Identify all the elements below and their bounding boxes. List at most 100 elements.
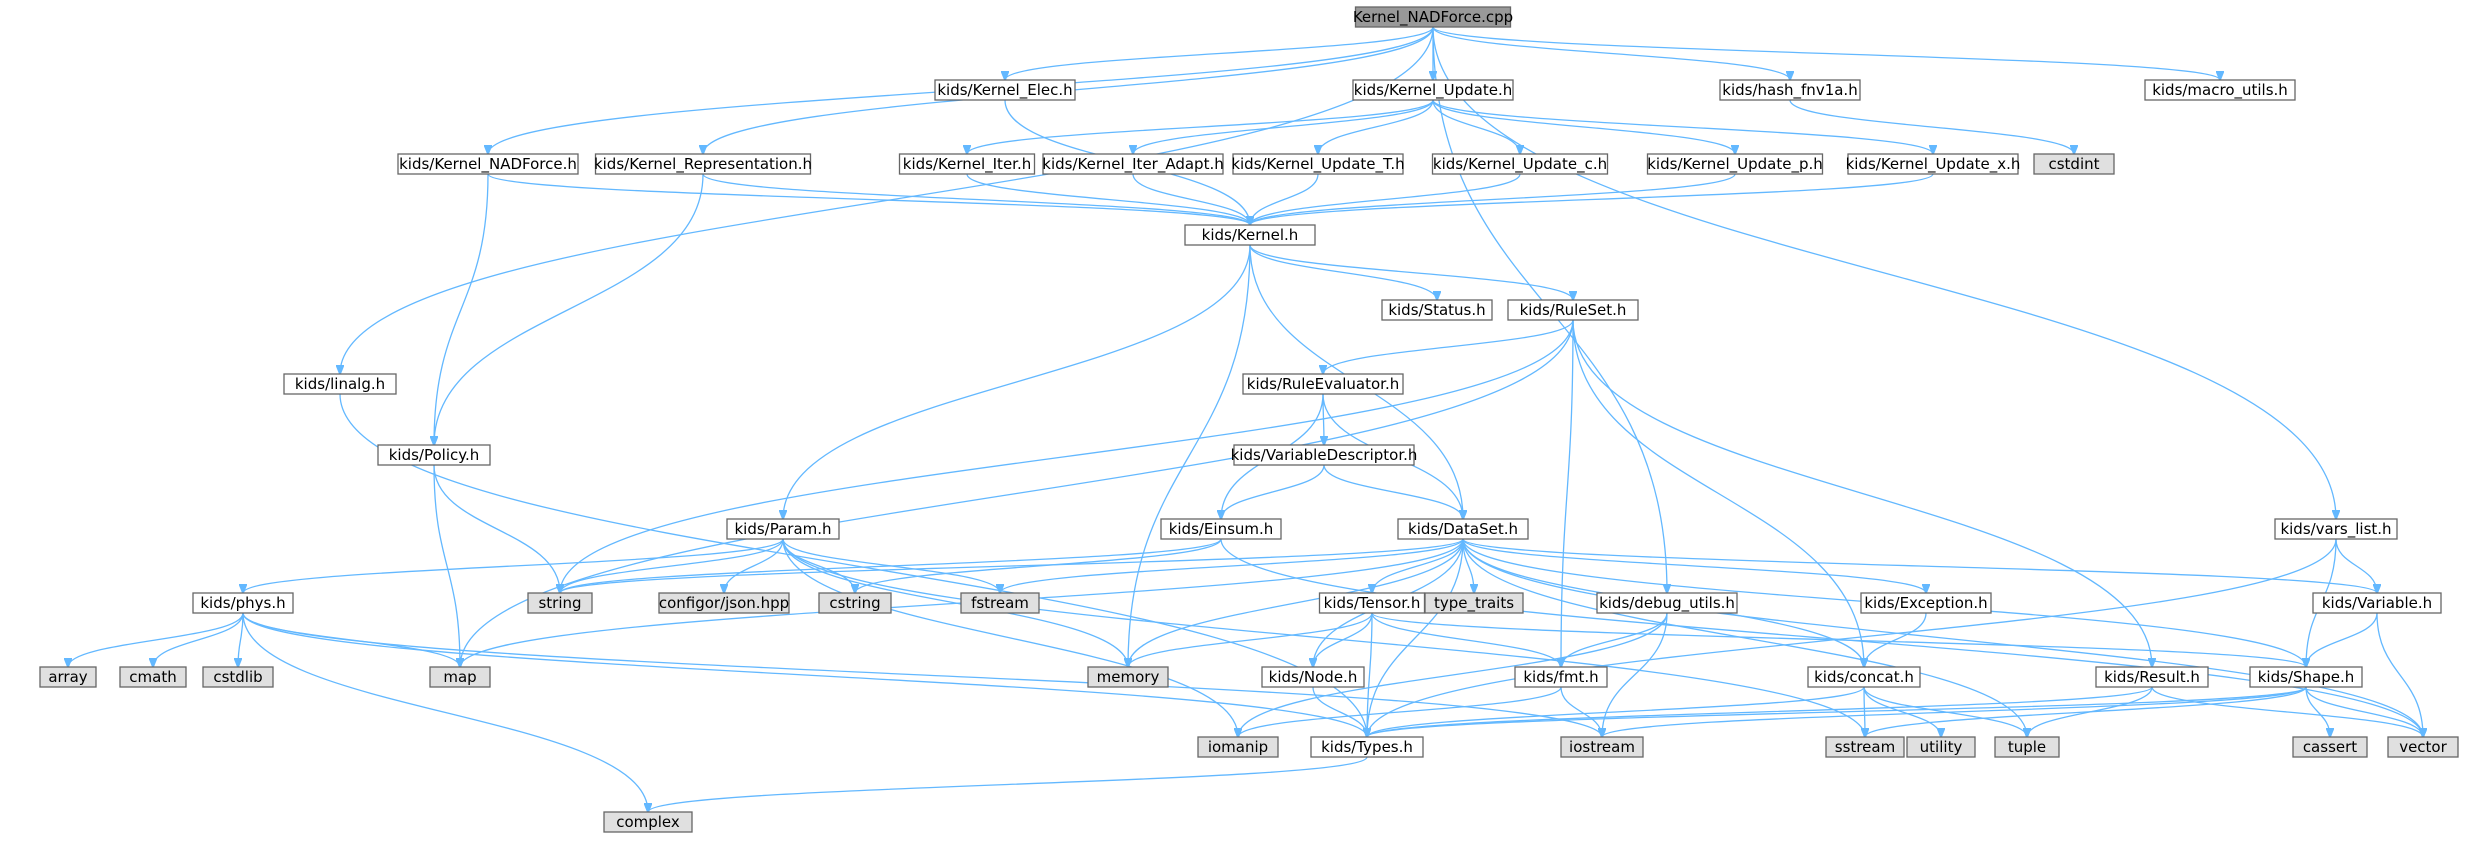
node-box [934,79,1076,101]
node-kids-kernel-update-x-h[interactable]: kids/Kernel_Update_x.h [1846,153,2021,175]
node-kids-types-h[interactable]: kids/Types.h [1310,736,1424,758]
edge-phys-to-types [242,612,1367,737]
node-kids-kernel-elec-h[interactable]: kids/Kernel_Elec.h [934,79,1076,101]
node-label: kids/linalg.h [295,375,385,393]
node-kids-concat-h[interactable]: kids/concat.h [1807,666,1921,688]
node-label: Kernel_NADForce.cpp [1353,8,1513,27]
edge-variable-to-vector [2376,612,2423,737]
edge-updp-to-kernel [1250,173,1736,225]
edge-einsum-to-cstring [855,538,1222,593]
edge-repr-to-policy [434,173,704,445]
node-kids-shape-h[interactable]: kids/Shape.h [2249,666,2363,688]
node-box [397,153,579,175]
edge-iter-to-kernel [966,173,1250,225]
node-kids-einsum-h[interactable]: kids/Einsum.h [1160,518,1282,540]
node-box [1596,592,1738,614]
node-box [1860,592,1992,614]
node-box [1507,299,1639,321]
node-label: memory [1097,668,1160,686]
node-kids-kernel-h[interactable]: kids/Kernel.h [1184,224,1316,246]
node-map: map [429,666,491,688]
edge-update-to-iter [967,99,1434,154]
node-kids-kernel-nadforce-h[interactable]: kids/Kernel_NADForce.h [397,153,579,175]
edge-phys-to-complex [242,612,648,812]
node-box [2033,153,2115,175]
node-box [1261,666,1365,688]
node-kids-vars-list-h[interactable]: kids/vars_list.h [2274,518,2398,540]
edge-root-to-varslist [1432,26,2336,519]
edge-kernel-to-ruleset [1249,244,1573,300]
edge-einsum-to-string [560,538,1222,593]
node-kids-status-h[interactable]: kids/Status.h [1381,299,1493,321]
node-label: kids/concat.h [1814,668,1914,686]
edge-fmt-to-iomanip [1238,686,1562,737]
node-label: kids/Kernel_Update_p.h [1647,155,1823,174]
node-kids-exception-h[interactable]: kids/Exception.h [1860,592,1992,614]
node-kids-kernel-update-p-h[interactable]: kids/Kernel_Update_p.h [1646,153,1824,175]
node-box [898,153,1036,175]
edge-param-to-string [560,538,784,593]
node-label: kids/Kernel_Representation.h [594,155,812,174]
edge-param-to-sstream [782,538,1865,737]
node-kids-kernel-update-h[interactable]: kids/Kernel_Update.h [1352,79,1514,101]
node-kids-macro-utils-h[interactable]: kids/macro_utils.h [2144,79,2296,101]
node-kids-debug-utils-h[interactable]: kids/debug_utils.h [1596,592,1738,614]
node-kids-param-h[interactable]: kids/Param.h [726,518,840,540]
node-label: array [48,668,87,686]
node-kids-policy-h[interactable]: kids/Policy.h [377,444,491,466]
edge-policy-to-map [433,464,460,667]
node-cmath: cmath [119,666,187,688]
node-array: array [39,666,97,688]
node-box [1310,736,1424,758]
node-kids-ruleset-h[interactable]: kids/RuleSet.h [1507,299,1639,321]
node-kids-variabledescriptor-h[interactable]: kids/VariableDescriptor.h [1231,444,1418,466]
node-label: kids/Node.h [1269,668,1358,686]
node-label: string [538,594,581,612]
node-box [1232,153,1404,175]
edge-debug-to-fmt [1561,612,1668,667]
node-label: kids/Kernel_Iter_Adapt.h [1042,155,1223,174]
node-kids-kernel-representation-h[interactable]: kids/Kernel_Representation.h [594,153,812,175]
node-kids-fmt-h[interactable]: kids/fmt.h [1514,666,1608,688]
node-kids-variable-h[interactable]: kids/Variable.h [2312,592,2442,614]
node-label: kids/Einsum.h [1169,520,1274,538]
edge-result-to-vector [2151,686,2423,737]
edge-debug-to-iomanip [1238,612,1668,737]
edge-dataset-to-tuple [1462,538,2027,737]
node-cstring: cstring [818,592,892,614]
edge-param-to-cstring [782,538,855,593]
node-label: kids/Variable.h [2322,594,2432,612]
node-box [1431,153,1609,175]
node-kids-hash-fnv1a-h[interactable]: kids/hash_fnv1a.h [1719,79,1861,101]
node-label: kids/Kernel_Iter.h [903,155,1031,174]
node-kids-node-h[interactable]: kids/Node.h [1261,666,1365,688]
node-box [192,592,294,614]
node-label: kids/fmt.h [1523,668,1598,686]
edge-dataset-to-exception [1462,538,1926,593]
node-kids-kernel-update-t-h[interactable]: kids/Kernel_Update_T.h [1231,153,1405,175]
node-box [202,666,274,688]
node-label: kids/RuleSet.h [1520,301,1627,319]
node-box [2292,736,2368,758]
node-box [1197,736,1279,758]
node-box [1184,224,1316,246]
node-kids-kernel-update-c-h[interactable]: kids/Kernel_Update_c.h [1431,153,1609,175]
node-kids-linalg-h[interactable]: kids/linalg.h [283,373,397,395]
node-kids-kernel-iter-h[interactable]: kids/Kernel_Iter.h [898,153,1036,175]
node-label: kids/Kernel_Elec.h [937,81,1072,100]
edge-nadforce-to-kernel [487,173,1250,225]
node-kids-ruleevaluator-h[interactable]: kids/RuleEvaluator.h [1242,373,1404,395]
node-vector: vector [2387,736,2459,758]
node-utility: utility [1906,736,1976,758]
edge-param-to-configor [724,538,784,593]
node-kids-phys-h[interactable]: kids/phys.h [192,592,294,614]
node-kids-result-h[interactable]: kids/Result.h [2095,666,2209,688]
node-label: kids/Types.h [1321,738,1413,756]
node-kids-kernel-iter-adapt-h[interactable]: kids/Kernel_Iter_Adapt.h [1042,153,1224,175]
node-kids-dataset-h[interactable]: kids/DataSet.h [1397,518,1529,540]
node-kids-tensor-h[interactable]: kids/Tensor.h [1318,592,1426,614]
node-box [594,153,812,175]
node-kernel-nadforce-cpp[interactable]: Kernel_NADForce.cpp [1353,6,1513,28]
node-label: cstdlib [213,668,262,686]
node-label: kids/macro_utils.h [2152,81,2288,100]
